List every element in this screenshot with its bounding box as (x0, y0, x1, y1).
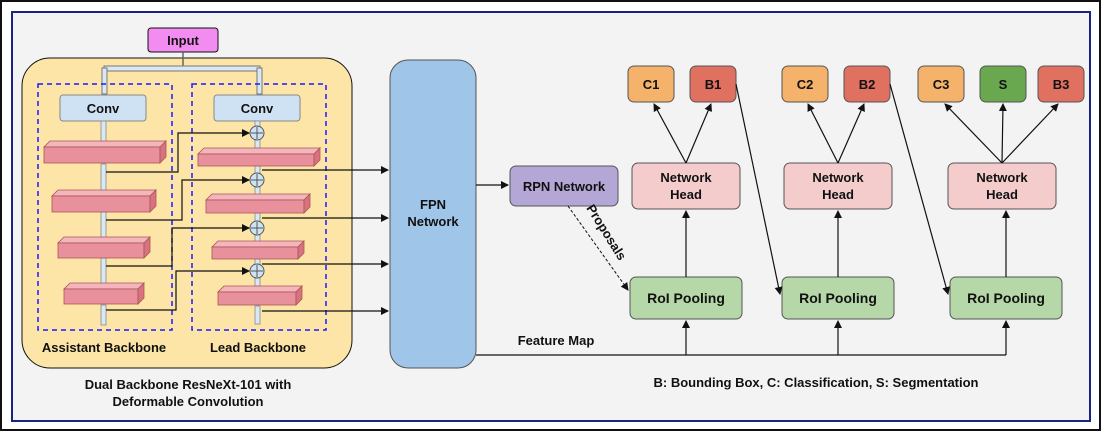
output-b1: B1 (689, 65, 737, 103)
legend-text: B: Bounding Box, C: Classification, S: S… (653, 375, 978, 390)
assistant-backbone-label: Assistant Backbone (42, 340, 166, 355)
svg-text:B1: B1 (705, 77, 722, 92)
add-node-1 (249, 125, 265, 141)
output-c1: C1 (627, 65, 675, 103)
fpn-label-2: Network (407, 214, 459, 229)
svg-text:C3: C3 (933, 77, 950, 92)
conv-left-label: Conv (87, 101, 120, 116)
svg-text:C2: C2 (797, 77, 814, 92)
caption-line-2: Deformable Convolution (113, 394, 264, 409)
network-head-1-line1: Network (660, 170, 712, 185)
add-node-4 (249, 263, 265, 279)
feature-map-label: Feature Map (518, 333, 595, 348)
lead-layer-3 (211, 240, 305, 260)
svg-text:C1: C1 (643, 77, 660, 92)
lead-backbone-label: Lead Backbone (210, 340, 306, 355)
rpn-network (509, 165, 619, 207)
roi-pooling-2-label: RoI Pooling (799, 290, 877, 306)
network-head-2-line1: Network (812, 170, 864, 185)
lead-layer-2 (205, 193, 311, 214)
rpn-label: RPN Network (523, 179, 606, 194)
lead-dashed-box (191, 83, 327, 331)
roi-pooling-3-label: RoI Pooling (967, 290, 1045, 306)
assistant-layer-2 (51, 189, 157, 213)
network-head-3-line1: Network (976, 170, 1028, 185)
caption-line-1: Dual Backbone ResNeXt-101 with (85, 377, 292, 392)
network-head-2-line2: Head (822, 187, 854, 202)
network-head-1-line2: Head (670, 187, 702, 202)
lead-layer-1 (197, 147, 321, 167)
svg-text:B3: B3 (1053, 77, 1070, 92)
output-b3: B3 (1037, 65, 1085, 103)
fpn-label-1: FPN (420, 197, 446, 212)
assistant-dashed-box (37, 83, 173, 331)
output-c3: C3 (917, 65, 965, 103)
lead-layer-4 (217, 285, 303, 306)
network-head-3-line2: Head (986, 187, 1018, 202)
output-s: S (979, 65, 1027, 103)
assistant-layer-4 (63, 282, 145, 305)
conv-right-label: Conv (241, 101, 274, 116)
input-label: Input (167, 33, 199, 48)
fpn-network (389, 59, 477, 369)
assistant-layer-1 (43, 140, 167, 164)
add-node-2 (249, 172, 265, 188)
output-c2: C2 (781, 65, 829, 103)
svg-text:B2: B2 (859, 77, 876, 92)
svg-text:S: S (999, 77, 1008, 92)
assistant-layer-3 (57, 236, 151, 259)
add-node-3 (249, 220, 265, 236)
roi-pooling-1-label: RoI Pooling (647, 290, 725, 306)
output-b2: B2 (843, 65, 891, 103)
